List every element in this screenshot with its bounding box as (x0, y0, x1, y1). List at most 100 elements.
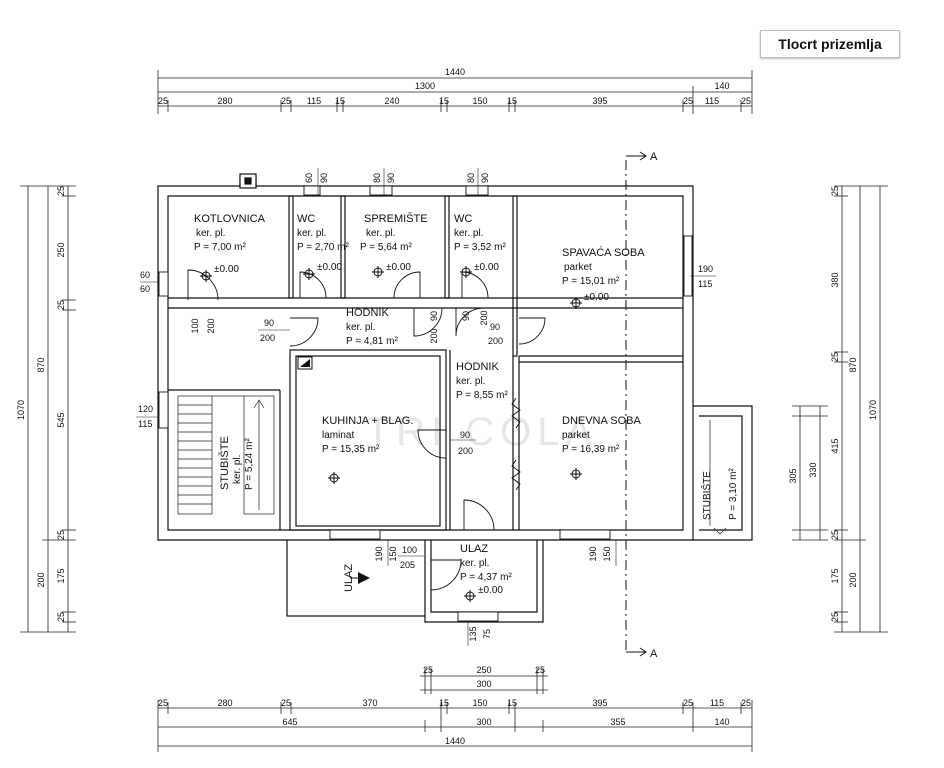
room-name: SPREMIŠTE (364, 212, 428, 225)
dim-left-chain: 250 (56, 242, 66, 257)
dim-left-mid: 870 (36, 357, 46, 372)
interior-partition-zigzag (511, 397, 521, 491)
room-name: WC (297, 213, 315, 225)
room-area: P = 7,00 m² (194, 242, 246, 253)
interior-walls (168, 195, 683, 531)
room-name: ULAZ (460, 543, 488, 555)
dim-bottom-mid: 140 (714, 717, 729, 727)
section-mark-top: A (650, 151, 658, 163)
section-mark-bottom: A (650, 648, 658, 660)
level-label: ±0.00 (317, 262, 342, 273)
room-spavaca: SPAVAĆA SOBA parket P = 15,01 m² (562, 246, 645, 287)
room-hodnik1: HODNIK ker. pl. P = 4,81 m² (346, 307, 398, 347)
room-area: P = 3,10 m² (728, 468, 739, 520)
room-hodnik2: HODNIK ker. pl. P = 8,55 m² (456, 361, 508, 401)
room-floor: ker. pl. (196, 228, 225, 239)
room-stubiste2: STUBIŠTE P = 3,10 m² (700, 468, 739, 520)
dim-right-chain: 25 (830, 530, 840, 540)
dim-top-chain: 15 (439, 96, 449, 106)
dim-entry-total: 300 (476, 679, 491, 689)
room-floor: parket (562, 430, 590, 441)
level-label: ±0.00 (386, 262, 411, 273)
room-name: STUBIŠTE (700, 471, 713, 520)
level-label: ±0.00 (214, 264, 239, 275)
stairs-right (709, 420, 727, 535)
room-floor: ker. pl. (232, 455, 243, 484)
dim-top-mid: 1300 (415, 81, 435, 91)
opening-dim: 200 (429, 328, 439, 343)
dim-top-chain: 395 (592, 96, 607, 106)
room-area: P = 5,24 m² (244, 438, 255, 490)
opening-dim: 200 (479, 310, 489, 325)
dim-entry-chain: 25 (423, 665, 433, 675)
opening-dim: 90 (480, 173, 490, 183)
opening-dim: 200 (260, 333, 275, 343)
dim-bottom-chain: 25 (158, 698, 168, 708)
opening-dim: 90 (461, 311, 471, 321)
opening-dim: 135 (468, 626, 478, 641)
room-name: KUHINJA + BLAG. (322, 415, 413, 427)
level-label: ±0.00 (478, 585, 503, 596)
dim-entry-chain: 250 (476, 665, 491, 675)
dim-bottom-mid: 300 (476, 717, 491, 727)
dim-right-inner: 305 (788, 468, 798, 483)
dim-right-total: 1070 (868, 400, 878, 420)
room-floor: ker. pl. (346, 322, 375, 333)
stairs-main (177, 395, 275, 515)
dim-bottom-chain: 15 (439, 698, 449, 708)
dim-left-chain: 25 (56, 186, 66, 196)
room-area: P = 3,52 m² (454, 242, 506, 253)
dim-left-lower: 200 (36, 572, 46, 587)
left-dimension-labels: 1070 870 200 25 250 25 545 25 175 25 (16, 186, 66, 622)
room-wc1: WC ker. pl. P = 2,70 m² (297, 213, 349, 253)
dim-bottom-chain: 15 (507, 698, 517, 708)
room-kotlovnica: KOTLOVNICA ker. pl. P = 7,00 m² (194, 213, 266, 253)
room-floor: ker. pl. (456, 376, 485, 387)
opening-dim: 115 (698, 279, 712, 289)
dim-bottom-mid: 645 (282, 717, 297, 727)
dim-left-chain: 175 (56, 568, 66, 583)
opening-dim: 200 (206, 318, 216, 333)
dim-top-mid-right: 140 (714, 81, 729, 91)
opening-dim: 150 (602, 546, 612, 561)
room-floor: ker. pl. (460, 558, 489, 569)
opening-dim: 100 (402, 545, 417, 555)
room-floor: laminat (322, 430, 354, 441)
dim-left-chain: 25 (56, 612, 66, 622)
level-markers (200, 266, 582, 602)
room-kuhinja: KUHINJA + BLAG. laminat P = 15,35 m² (322, 415, 413, 455)
entrance-label: ULAZ (343, 564, 355, 592)
room-name: KOTLOVNICA (194, 213, 266, 225)
dim-bottom-chain: 115 (710, 698, 724, 708)
room-area: P = 2,70 m² (297, 242, 349, 253)
opening-dim: 200 (458, 446, 473, 456)
room-floor: ker. pl. (366, 228, 395, 239)
opening-dim: 90 (490, 322, 500, 332)
room-area: P = 4,37 m² (460, 572, 512, 583)
dim-bottom-chain: 280 (217, 698, 232, 708)
dim-right-chain: 380 (830, 272, 840, 287)
dim-top-chain: 115 (307, 96, 321, 106)
doors (187, 269, 546, 591)
room-area: P = 8,55 m² (456, 390, 508, 401)
opening-dim: 90 (386, 173, 396, 183)
bottom-dimensions (157, 668, 753, 752)
room-name: SPAVAĆA SOBA (562, 246, 645, 259)
room-area: P = 15,35 m² (322, 444, 380, 455)
opening-dim: 190 (698, 264, 713, 274)
dim-top-chain: 25 (741, 96, 751, 106)
opening-dim: 100 (190, 318, 200, 333)
dim-top-total: 1440 (445, 67, 465, 77)
dim-right-inner: 330 (808, 462, 818, 477)
opening-dim: 90 (429, 311, 439, 321)
room-area: P = 15,01 m² (562, 276, 620, 287)
dim-top-chain: 25 (281, 96, 291, 106)
dim-right-chain: 25 (830, 186, 840, 196)
room-spremiste: SPREMIŠTE ker. pl. P = 5,64 m² (360, 212, 428, 253)
opening-dim: 75 (482, 629, 492, 639)
room-stubiste1: STUBIŠTE ker. pl. P = 5,24 m² (218, 436, 255, 490)
room-wc2: WC ker. pl. P = 3,52 m² (454, 213, 506, 253)
room-area: P = 5,64 m² (360, 242, 412, 253)
right-dimension-labels: 1070 870 25 380 25 415 25 175 25 305 330… (788, 186, 878, 622)
